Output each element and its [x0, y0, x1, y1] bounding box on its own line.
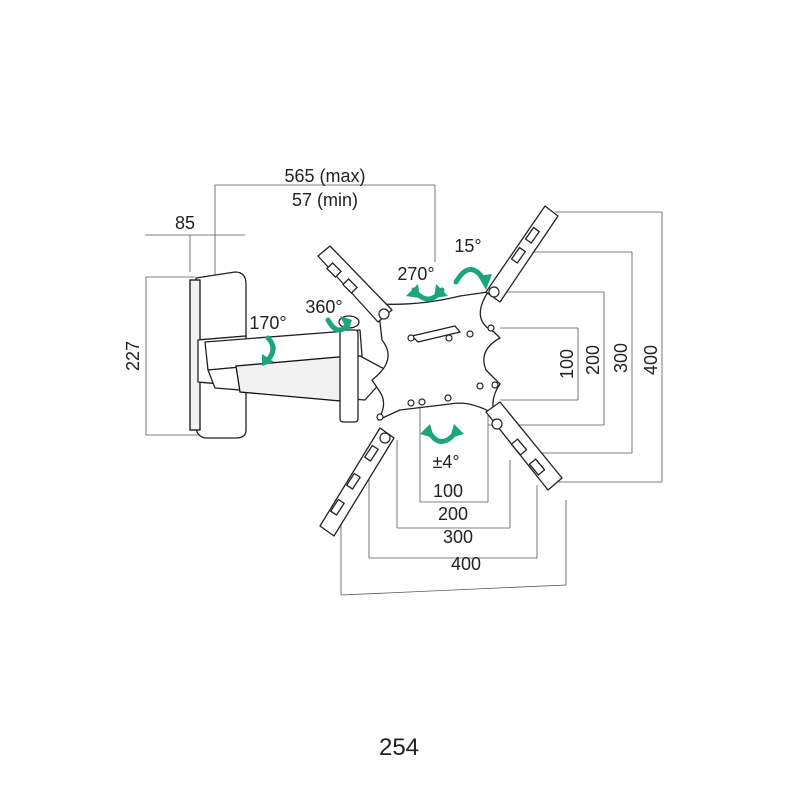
bracket-bottom-right	[485, 401, 563, 491]
vesa-v100-label: 100	[557, 349, 577, 379]
bracket-top-right	[485, 205, 559, 303]
swivel-head-label: 360°	[305, 297, 342, 317]
level-label: ±4°	[432, 452, 459, 472]
arm-max-label: 565 (max)	[284, 166, 365, 186]
vesa-plate	[371, 291, 501, 421]
bracket-top-left	[317, 245, 393, 323]
vesa-h400-label: 400	[451, 554, 481, 574]
vesa-v200-label: 200	[583, 345, 603, 375]
wall-depth-label: 85	[175, 213, 195, 233]
swivel-arm	[204, 315, 391, 423]
swivel-wall-label: 170°	[249, 313, 286, 333]
vesa-v300-label: 300	[611, 343, 631, 373]
vesa-v400-label: 400	[641, 345, 661, 375]
tilt-arrowhead-icon	[478, 274, 492, 290]
wall-height-label: 227	[123, 341, 143, 371]
rotation-arrows	[262, 267, 492, 444]
vesa-h200-label: 200	[438, 504, 468, 524]
tilt-arrow-icon	[453, 267, 487, 285]
page-number: 254	[379, 734, 419, 761]
swivel-wall-arrow-icon	[265, 335, 276, 363]
rotate-label: 270°	[397, 264, 434, 284]
arm-min-label: 57 (min)	[292, 190, 358, 210]
vesa-h100-label: 100	[433, 481, 463, 501]
vesa-h300-label: 300	[443, 527, 473, 547]
tilt-label: 15°	[454, 236, 481, 256]
bracket-bottom-left	[319, 427, 395, 537]
dimension-lines	[145, 184, 663, 596]
